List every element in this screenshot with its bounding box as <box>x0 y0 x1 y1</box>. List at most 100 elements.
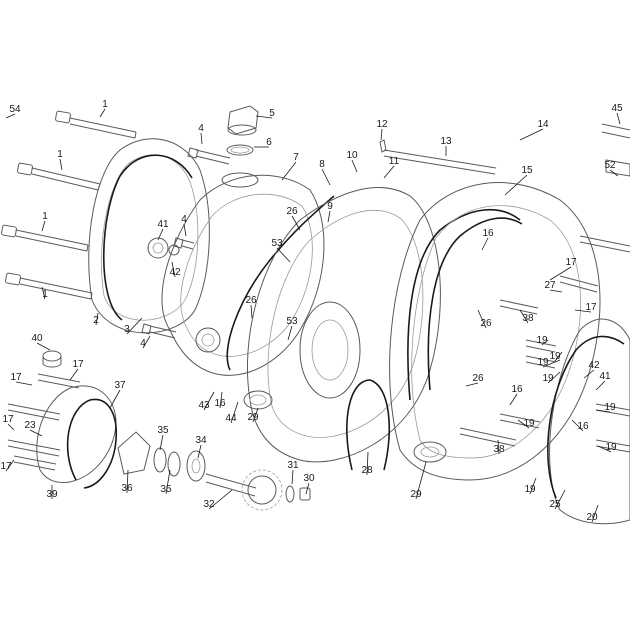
leader-line-c1a <box>99 108 106 118</box>
callout-c17b: 17 <box>585 302 597 313</box>
leader-line-c1d <box>41 286 46 300</box>
leader-lines <box>5 108 621 523</box>
leader-line-c41a <box>157 228 164 241</box>
callout-c30: 30 <box>303 473 315 484</box>
leader-line-c37 <box>109 389 121 409</box>
leader-line-c11 <box>383 165 395 179</box>
leader-line-c40 <box>36 342 51 351</box>
leader-line-c8 <box>321 168 331 186</box>
leader-line-c35a <box>159 434 164 451</box>
leader-line-c2 <box>95 312 99 326</box>
leader-line-c17f <box>5 459 15 472</box>
leader-line-c19b <box>554 351 563 362</box>
leader-line-c53a <box>276 247 291 263</box>
leader-line-c26c <box>477 309 487 329</box>
leader-line-c12 <box>380 128 383 141</box>
leader-line-c1b <box>59 158 63 171</box>
leader-line-c16a <box>481 237 489 251</box>
leader-line-c10 <box>351 159 358 173</box>
callout-c4c: 4 <box>140 338 146 349</box>
leader-line-c44 <box>230 401 239 424</box>
callout-c19c: 19 <box>542 373 554 384</box>
leader-line-c38a <box>519 309 529 324</box>
callout-c26c: 26 <box>480 318 492 329</box>
leader-line-c19e <box>517 419 530 429</box>
leader-line-c7 <box>281 161 297 181</box>
callout-c17d: 17 <box>10 372 22 383</box>
callout-c16b: 16 <box>214 398 226 409</box>
callout-c41b: 41 <box>599 371 611 382</box>
callout-c19g: 19 <box>604 402 616 413</box>
callout-c17f: 17 <box>0 461 12 472</box>
callout-c35b: 35 <box>160 484 172 495</box>
leader-line-c16c <box>509 393 518 406</box>
callout-c6: 6 <box>266 137 272 148</box>
callout-c54a: 54 <box>9 104 21 115</box>
right-cover <box>547 318 630 525</box>
side-cover <box>161 172 335 376</box>
callout-c29a: 29 <box>247 412 259 423</box>
callout-c38a: 38 <box>522 313 534 324</box>
leader-line-c36 <box>126 469 129 494</box>
right-studs <box>459 123 630 453</box>
leader-line-c31 <box>291 469 294 485</box>
callout-c31: 31 <box>287 460 299 471</box>
leader-line-c54a <box>5 113 16 119</box>
leader-line-c16d <box>571 419 584 432</box>
small-bolts <box>141 147 231 339</box>
callout-c23: 23 <box>24 420 36 431</box>
callout-c3: 3 <box>124 324 130 335</box>
outer-cover <box>88 138 210 334</box>
leader-line-c38b <box>497 439 500 455</box>
leader-line-c4b <box>183 223 187 237</box>
leader-line-c29b <box>415 461 427 500</box>
callout-c35a: 35 <box>157 425 169 436</box>
callout-c5: 5 <box>269 108 275 119</box>
leader-line-c42b <box>583 369 595 379</box>
callout-c14: 14 <box>537 119 549 130</box>
leader-line-c16b <box>219 391 223 409</box>
leader-line-c23 <box>29 429 43 437</box>
water-pump <box>7 350 118 489</box>
callout-c28: 28 <box>361 465 373 476</box>
bolt-1c <box>1 224 89 252</box>
leader-line-c4a <box>200 132 203 145</box>
callout-c32: 32 <box>203 499 215 510</box>
leader-line-c14 <box>519 128 544 141</box>
callout-c7: 7 <box>293 152 299 163</box>
callout-c39: 39 <box>46 489 58 500</box>
callout-c19a: 19 <box>536 335 548 346</box>
callout-c53b: 53 <box>286 316 298 327</box>
callout-c40: 40 <box>31 333 43 344</box>
leader-line-c29a <box>252 407 259 423</box>
long-shaft <box>379 139 497 175</box>
callout-c10: 10 <box>346 150 358 161</box>
callout-c4b: 4 <box>181 214 187 225</box>
callout-c53a: 53 <box>271 238 283 249</box>
callout-c25: 25 <box>549 499 561 510</box>
callout-c1c: 1 <box>42 211 48 222</box>
leader-line-c19d <box>542 359 561 368</box>
callout-c44: 44 <box>225 413 237 424</box>
callout-c15: 15 <box>521 165 533 176</box>
callout-c2: 2 <box>93 315 99 326</box>
callout-c1d: 1 <box>42 289 48 300</box>
leader-line-c26b <box>250 304 253 319</box>
callout-c8: 8 <box>319 159 325 170</box>
leader-line-c26a <box>291 215 301 231</box>
pump-shaft-assembly <box>117 431 311 511</box>
leader-line-c17b <box>574 309 592 313</box>
leader-line-c17e <box>7 423 15 431</box>
callout-c38b: 38 <box>493 444 505 455</box>
callout-c26a: 26 <box>286 206 298 217</box>
callout-c13: 13 <box>440 136 452 147</box>
callout-c37: 37 <box>114 380 126 391</box>
callout-c4a: 4 <box>198 123 204 134</box>
callout-c9: 9 <box>327 201 333 212</box>
callout-c17c: 17 <box>72 359 84 370</box>
leader-line-c1c <box>41 220 46 232</box>
leader-line-c17c <box>69 368 79 381</box>
leader-line-c30 <box>305 482 310 495</box>
callout-c19e: 19 <box>523 418 535 429</box>
